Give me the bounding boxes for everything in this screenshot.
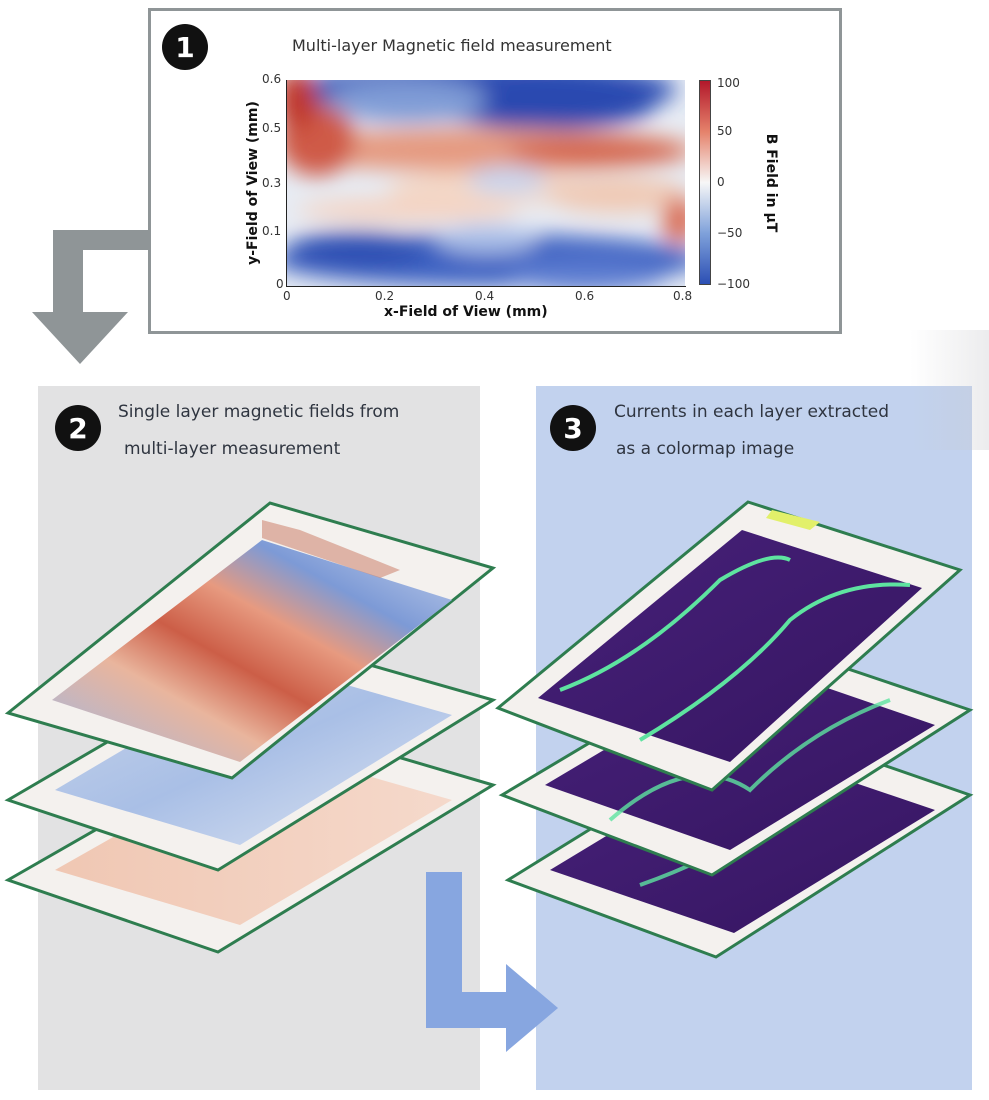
x-tick: 0.8 bbox=[673, 289, 693, 303]
colorbar-tick: 100 bbox=[717, 76, 740, 90]
x-axis-line bbox=[286, 286, 686, 287]
magnetic-layer-top bbox=[4, 501, 497, 780]
x-tick: 0.2 bbox=[375, 289, 395, 303]
y-axis-label: y-Field of View (mm) bbox=[245, 101, 261, 265]
current-layer-stack bbox=[495, 500, 974, 959]
edge-shadow bbox=[910, 330, 989, 450]
y-axis-line bbox=[286, 80, 287, 287]
heatmap-title: Multi-layer Magnetic field measurement bbox=[292, 36, 612, 55]
y-tick: 0.3 bbox=[262, 176, 282, 190]
step-1-badge: 1 bbox=[162, 24, 208, 70]
current-layer-top bbox=[495, 500, 963, 792]
colorbar-tick: 0 bbox=[717, 175, 725, 189]
magnetic-field-heatmap bbox=[287, 80, 685, 286]
y-tick: 0.6 bbox=[262, 72, 282, 86]
y-tick: 0 bbox=[276, 277, 284, 291]
blue-flow-arrow bbox=[426, 872, 558, 1052]
step-3-title-line2: as a colormap image bbox=[616, 439, 795, 459]
colorbar-tick: 50 bbox=[717, 124, 733, 138]
magnetic-layer-stack bbox=[4, 501, 497, 954]
step-2-title-line1: Single layer magnetic fields from bbox=[118, 402, 400, 422]
step-3-title-line1: Currents in each layer extracted bbox=[614, 402, 890, 422]
colorbar-tick: −100 bbox=[717, 277, 750, 291]
x-tick: 0.4 bbox=[475, 289, 495, 303]
y-tick: 0.5 bbox=[262, 121, 282, 135]
x-axis-label: x-Field of View (mm) bbox=[384, 304, 548, 320]
colorbar bbox=[699, 80, 711, 285]
step-2-badge: 2 bbox=[55, 405, 101, 451]
step-2-title-line2: multi-layer measurement bbox=[124, 439, 341, 459]
colorbar-tick: −50 bbox=[717, 226, 743, 240]
gray-flow-arrow bbox=[32, 230, 148, 364]
y-tick: 0.1 bbox=[262, 224, 282, 238]
colorbar-label: B Field in μT bbox=[763, 133, 779, 233]
x-tick: 0.6 bbox=[575, 289, 595, 303]
x-tick: 0 bbox=[283, 289, 291, 303]
step-3-badge: 3 bbox=[550, 405, 596, 451]
